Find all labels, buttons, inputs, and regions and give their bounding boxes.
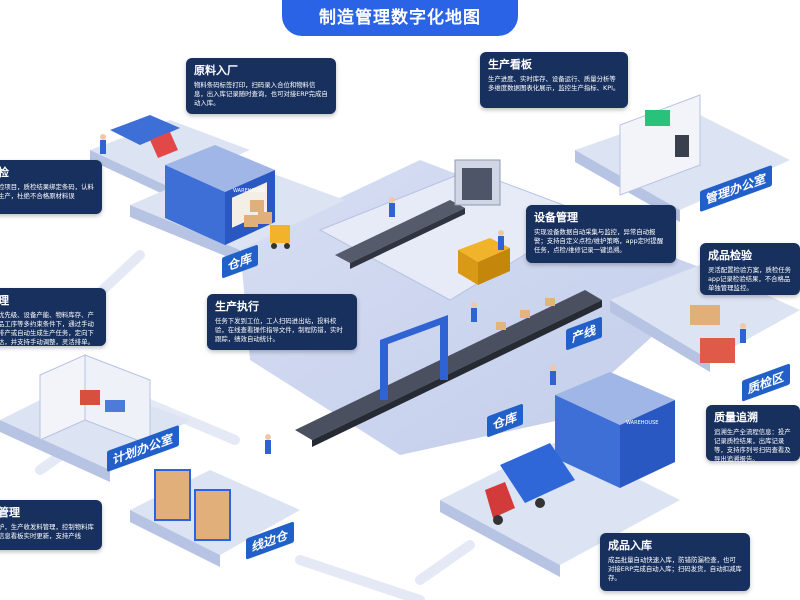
card-title: 原料入厂	[194, 64, 238, 77]
card-quality-inspect-left: 检 检项目，质检结果绑定条码，认料生产，杜绝不合格原材料误	[0, 160, 102, 214]
card-desc: 成品批量自动快速入库，防错防漏检查，也可对接ERP完成自动入库；扫码发货，自动扣…	[608, 556, 742, 582]
card-title: 成品检验	[708, 249, 752, 262]
card-title: 管理	[0, 506, 20, 519]
card-quality-trace: 质量追溯 追溯生产全流程信息：投产记录质检结果，出库记录等，支持序列号扫码查看及…	[706, 405, 800, 463]
qc-table	[690, 305, 735, 363]
mgmt-office-desk	[619, 94, 701, 196]
truck-inbound	[110, 115, 180, 158]
boxes-warehouse-a	[244, 200, 272, 227]
conveyor-lower	[295, 290, 602, 447]
page-title: 制造管理数字化地图	[282, 0, 518, 36]
card-product-inbound: 成品入库 成品批量自动快速入库，防错防漏检查，也可对接ERP完成自动入库；扫码发…	[600, 533, 750, 591]
warehouse-building-b: WAREHOUSE	[555, 372, 675, 488]
card-desc: 追溯生产全流程信息：投产记录质检结果，出库记录等，支持序列号扫码查看及导出追溯报…	[714, 428, 791, 463]
card-desc: 灵活配置检验方案，质检任务app记录检验结果，不合格品单独管理监控。	[708, 266, 792, 292]
card-title: 设备管理	[534, 211, 578, 224]
card-desc: 检项目，质检结果绑定条码，认料生产，杜绝不合格原材料误	[0, 183, 94, 200]
card-production-exec: 生产执行 任务下发到工位，工人扫码进出站，投料校验，在线查看操作指导文件，制程防…	[207, 294, 357, 350]
card-desc: 优先级、设备产能、物料库存、产品工序等多约束条件下，通过手动排产或自动生成生产任…	[0, 311, 94, 346]
card-title: 生产执行	[215, 300, 259, 313]
warehouse-sign-a: WAREHOUSE	[233, 188, 265, 194]
card-desc: 生产进度、实时库存、设备运行、质量分析等多维度数据图表化展示，监控生产指标、KP…	[488, 75, 620, 92]
card-desc: 任务下发到工位，工人扫码进出站，投料校验，在线查看操作指导文件，制程防错，实时跟…	[215, 317, 343, 343]
equipment-machine	[458, 238, 510, 285]
card-desc: 护，生产收发料管理，控制物料库信息看板实时更新，支持产线	[0, 523, 94, 540]
scanner-gate	[454, 159, 501, 206]
card-product-inspect: 成品检验 灵活配置检验方案，质检任务app记录检验结果，不合格品单独管理监控。	[700, 243, 800, 295]
card-planning: 理 优先级、设备产能、物料库存、产品工序等多约束条件下，通过手动排产或自动生成生…	[0, 288, 106, 346]
card-title: 理	[0, 294, 9, 307]
card-desc: 物料条码标签打印，扫码录入合位和物料信息，出入库记录随时查询，也可对接ERP完成…	[194, 81, 328, 107]
card-equipment-mgmt: 设备管理 实现设备数据自动采集与监控，异常自动报警；支持自定义点检/维护策略，a…	[526, 205, 676, 263]
warehouse-sign-b: WAREHOUSE	[626, 420, 658, 426]
card-title: 成品入库	[608, 539, 652, 552]
card-title: 检	[0, 166, 9, 179]
card-title: 生产看板	[488, 58, 532, 71]
forklift	[270, 225, 290, 249]
workers	[100, 134, 746, 454]
card-material-inbound: 原料入厂 物料条码标签打印，扫码录入合位和物料信息，出入库记录随时查询，也可对接…	[186, 58, 336, 114]
card-line-side-mgmt: 管理 护，生产收发料管理，控制物料库信息看板实时更新，支持产线	[0, 500, 102, 550]
conveyor-upper	[335, 200, 465, 269]
card-desc: 实现设备数据自动采集与监控，异常自动报警；支持自定义点检/维护策略，app定时提…	[534, 228, 664, 254]
card-production-board: 生产看板 生产进度、实时库存、设备运行、质量分析等多维度数据图表化展示，监控生产…	[480, 52, 628, 108]
card-title: 质量追溯	[714, 411, 758, 424]
truck-outbound	[485, 443, 575, 525]
shelves-line-side	[154, 469, 231, 541]
gantry	[380, 315, 448, 400]
